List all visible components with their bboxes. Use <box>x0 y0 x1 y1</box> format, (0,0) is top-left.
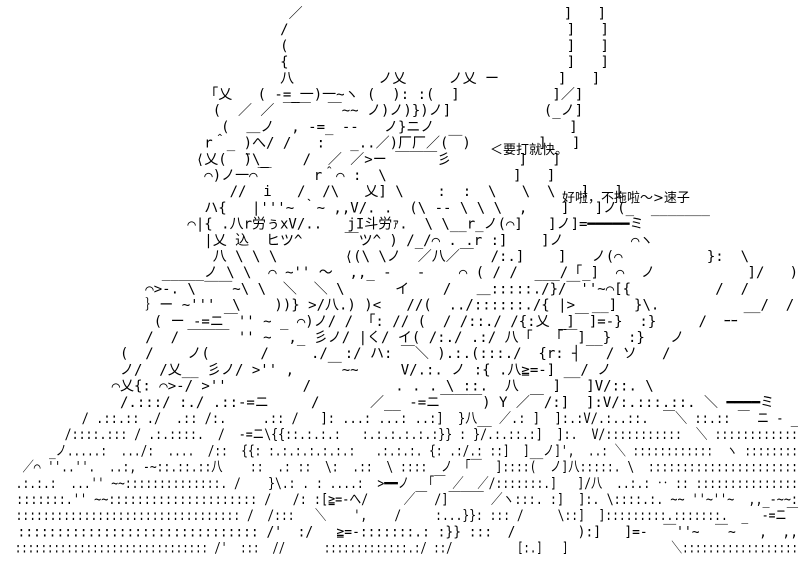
ascii-art-line: / .::.:: ./ .:: /:. .:: / ]: ...: ...: .… <box>2 411 798 427</box>
ascii-art-line: ハ{ |'''~ ｀~ ,,V/. . (\ -- \ \ \ , ] ]ノ(_… <box>2 198 710 216</box>
ascii-art-line: r＾_ )へ/ / : _..／)厂厂／(￣) ] ] <box>2 134 580 152</box>
ascii-art-line: ⌒乂{: ⌒>-/ >'' / . . . \ ::. 八 ] ]V/::. \ <box>2 379 654 395</box>
ascii-art-line: :::::::.'' ~~::::::::::::::::::::: / /: … <box>2 492 798 508</box>
ascii-art-line: { ] ] <box>2 55 609 71</box>
ascii-art-line: ( ] ] <box>2 38 609 54</box>
ascii-art-line: ⌒>-. \ ￣￣~\ \ ＼ ＼ \ イ / ＿:::::./}/￣''~⌒[… <box>2 281 749 297</box>
ascii-art-line: ⌒)ノ一⌒￣ r＾⌒ : \ ] ] <box>2 166 555 184</box>
ascii-art-line: ::::::::::::::::::::::::::::::::: / /:::… <box>2 508 798 524</box>
ascii-art-line: :::::::::::::::::::::::::::::: /' ::: //… <box>2 541 798 557</box>
ascii-art-line: / / ￣￣￣ '' ~ ,_ 彡ノ/ |く/ イ( /:./ .:/ 八「 「… <box>2 330 684 346</box>
ascii-art-line: // i / /\ 乂] \ : : \ \ \ ] ] <box>2 184 623 200</box>
ascii-art-line: / ] ] <box>2 22 609 38</box>
ascii-art-line: .:.:.: ...'' ~~::::::::::::::. / }\.: . … <box>2 476 798 492</box>
ascii-art-line: 「乂 ( -=_一)一~ヽ ( ): :( ] ]／] <box>2 87 583 103</box>
ascii-art-line: ( ＿ノ , -=_ ‐‐ ノ}ニノ ] <box>2 119 578 135</box>
ascii-art-line: /.:::/ :./ .::-=ニ / ／__ -=ニ￣￣￣) Y ／￣/:] … <box>2 395 774 411</box>
ascii-art-line: ( ／ ／ ￣￣ ￣~~ ノ)ノ)})ノ] (_ノ] <box>2 103 583 119</box>
dialogue-line-1: ＜要打就快。 <box>490 143 569 158</box>
ascii-art-line: ⟨乂( ̄)\_ / ／ ／>ー ￣￣￣彡 ] ] <box>2 152 561 168</box>
ascii-art-line: ( / ノ( / ./ :/ ハ: ￣＼ ).:.(:::./ {r: ┤ / … <box>2 344 670 362</box>
ascii-art-line: ／ ] ] <box>2 6 606 22</box>
ascii-art-line: _ノ.....: .../: .... /:: {{: :.:.:.:.:.:.… <box>2 443 798 459</box>
ascii-art-line: ( ー -=ニ￣'' ~ _ ⌒)ノ/ / 「: // ( / /::./ /{… <box>2 314 738 330</box>
ascii-art-line: 八 ノ乂 ノ乂 ー ] ] <box>2 71 600 87</box>
ascii-art-line: ::::::::::::::::::::::::::::::: /' :/ ≧=… <box>2 524 798 540</box>
ascii-art-line: ⌒|{ .八r労ぅxV/.. jI斗労ｧ. \ \__r_ノ(⌒] ]ノ]=━━… <box>2 217 644 233</box>
ascii-art-line: ノ/ /乂__ 彡ノ/ >'' , ￣~~ V/.:. ノ :{ .八≧=-] … <box>2 362 611 378</box>
ascii-art-line: ｝ー ~''' \ ))} >/八.) )< //( ../::::::./{ … <box>2 298 794 314</box>
ascii-art-line: 八 \ \ \ ⟨(\ \ノ ／八／￣ /:.] ] ノ(⌒ }: \ <box>2 249 749 265</box>
ascii-art-line: |乂 込 ヒツ^ ￣ツ^ ) /_/⌒ . .r :] ]ノ ⌒ヽ <box>2 233 653 249</box>
dialogue-line-2: 好啦，不拖啦～>速子 <box>562 191 690 206</box>
ascii-art-line: _____ノ \ \ ⌒ ~'' 〜 ,,_ - - ⌒ ( / / ___/「… <box>2 265 798 281</box>
ascii-art-line: ／⌒ ''..''. ..:, -~::.::.::八 :: .: :: \: … <box>2 460 798 476</box>
ascii-art-line: /::::.::: / .:.::::. / -=ニ\{{::.:.:.: :.… <box>2 427 798 443</box>
